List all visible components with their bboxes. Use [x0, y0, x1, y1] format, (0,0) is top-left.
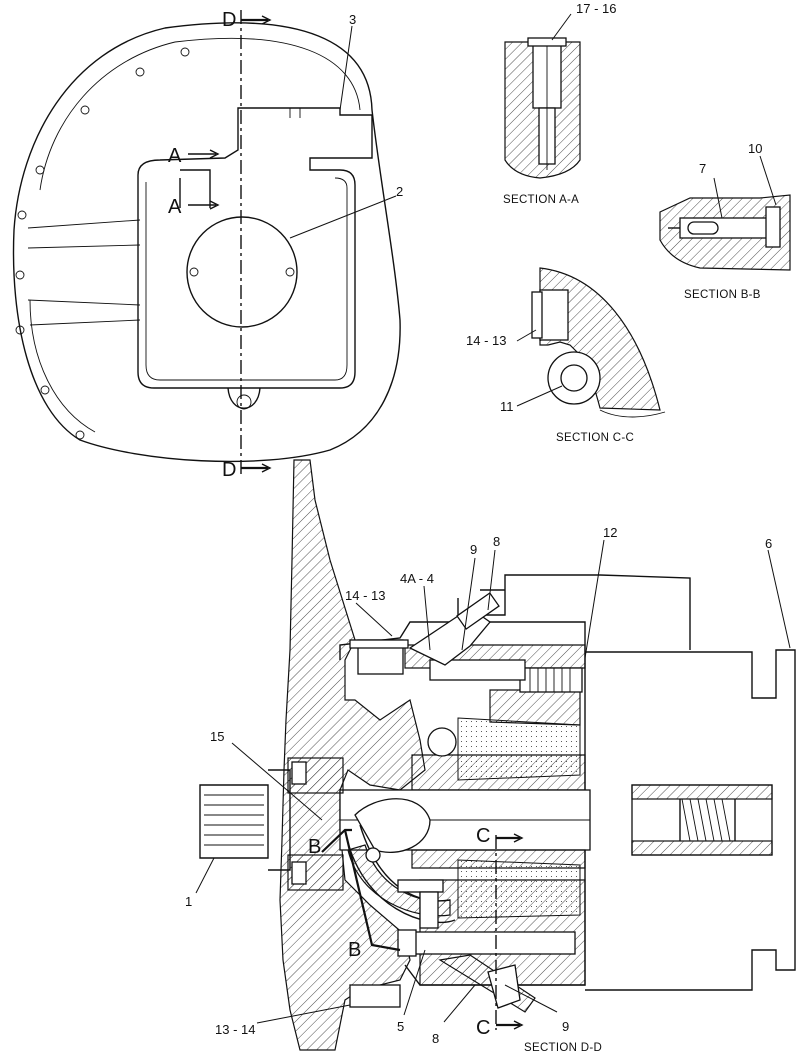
- label-11: 11: [500, 399, 514, 414]
- part-labels: 3 2 17 - 16 7 10 14 - 13 11 12 6 8 9 4A …: [185, 1, 772, 1046]
- section-b-b: [659, 194, 791, 271]
- main-section-d-d: [199, 459, 796, 1051]
- label-2: 2: [396, 184, 403, 199]
- caption-section-d-d: SECTION D-D: [524, 1042, 602, 1054]
- label-7: 7: [699, 161, 706, 176]
- label-5: 5: [397, 1019, 404, 1034]
- label-17-16: 17 - 16: [576, 1, 616, 16]
- section-mark-d-bottom: D: [222, 459, 236, 481]
- label-6: 6: [765, 536, 772, 551]
- label-9-bottom: 9: [562, 1019, 569, 1034]
- caption-section-c-c: SECTION C-C: [556, 432, 634, 444]
- section-c-c: [531, 267, 666, 418]
- label-9-top: 9: [470, 542, 477, 557]
- section-a-a: [504, 37, 581, 179]
- label-3: 3: [349, 12, 356, 27]
- label-1: 1: [185, 894, 192, 909]
- label-4a-4: 4A - 4: [400, 571, 434, 586]
- section-mark-d-top: D: [222, 9, 236, 31]
- label-14-13-main: 14 - 13: [345, 588, 385, 603]
- section-mark-a-bottom: A: [168, 196, 182, 218]
- caption-section-b-b: SECTION B-B: [684, 289, 761, 301]
- label-8-top: 8: [493, 534, 500, 549]
- section-mark-a-top: A: [168, 145, 182, 167]
- label-14-13-section-c: 14 - 13: [466, 333, 506, 348]
- leader-lines: [195, 13, 791, 1024]
- label-8-bottom: 8: [432, 1031, 439, 1046]
- section-mark-b-bottom: B: [348, 939, 361, 961]
- top-view: [12, 10, 401, 478]
- section-marks: D D A A B B C C: [168, 9, 490, 1039]
- section-captions: SECTION A-A SECTION B-B SECTION C-C SECT…: [503, 194, 761, 1054]
- label-10: 10: [748, 141, 762, 156]
- label-15: 15: [210, 729, 224, 744]
- caption-section-a-a: SECTION A-A: [503, 194, 579, 206]
- section-mark-c-bottom: C: [476, 1017, 490, 1039]
- label-13-14: 13 - 14: [215, 1022, 255, 1037]
- section-mark-b-top: B: [308, 836, 321, 858]
- section-mark-c-top: C: [476, 825, 490, 847]
- label-12: 12: [603, 525, 617, 540]
